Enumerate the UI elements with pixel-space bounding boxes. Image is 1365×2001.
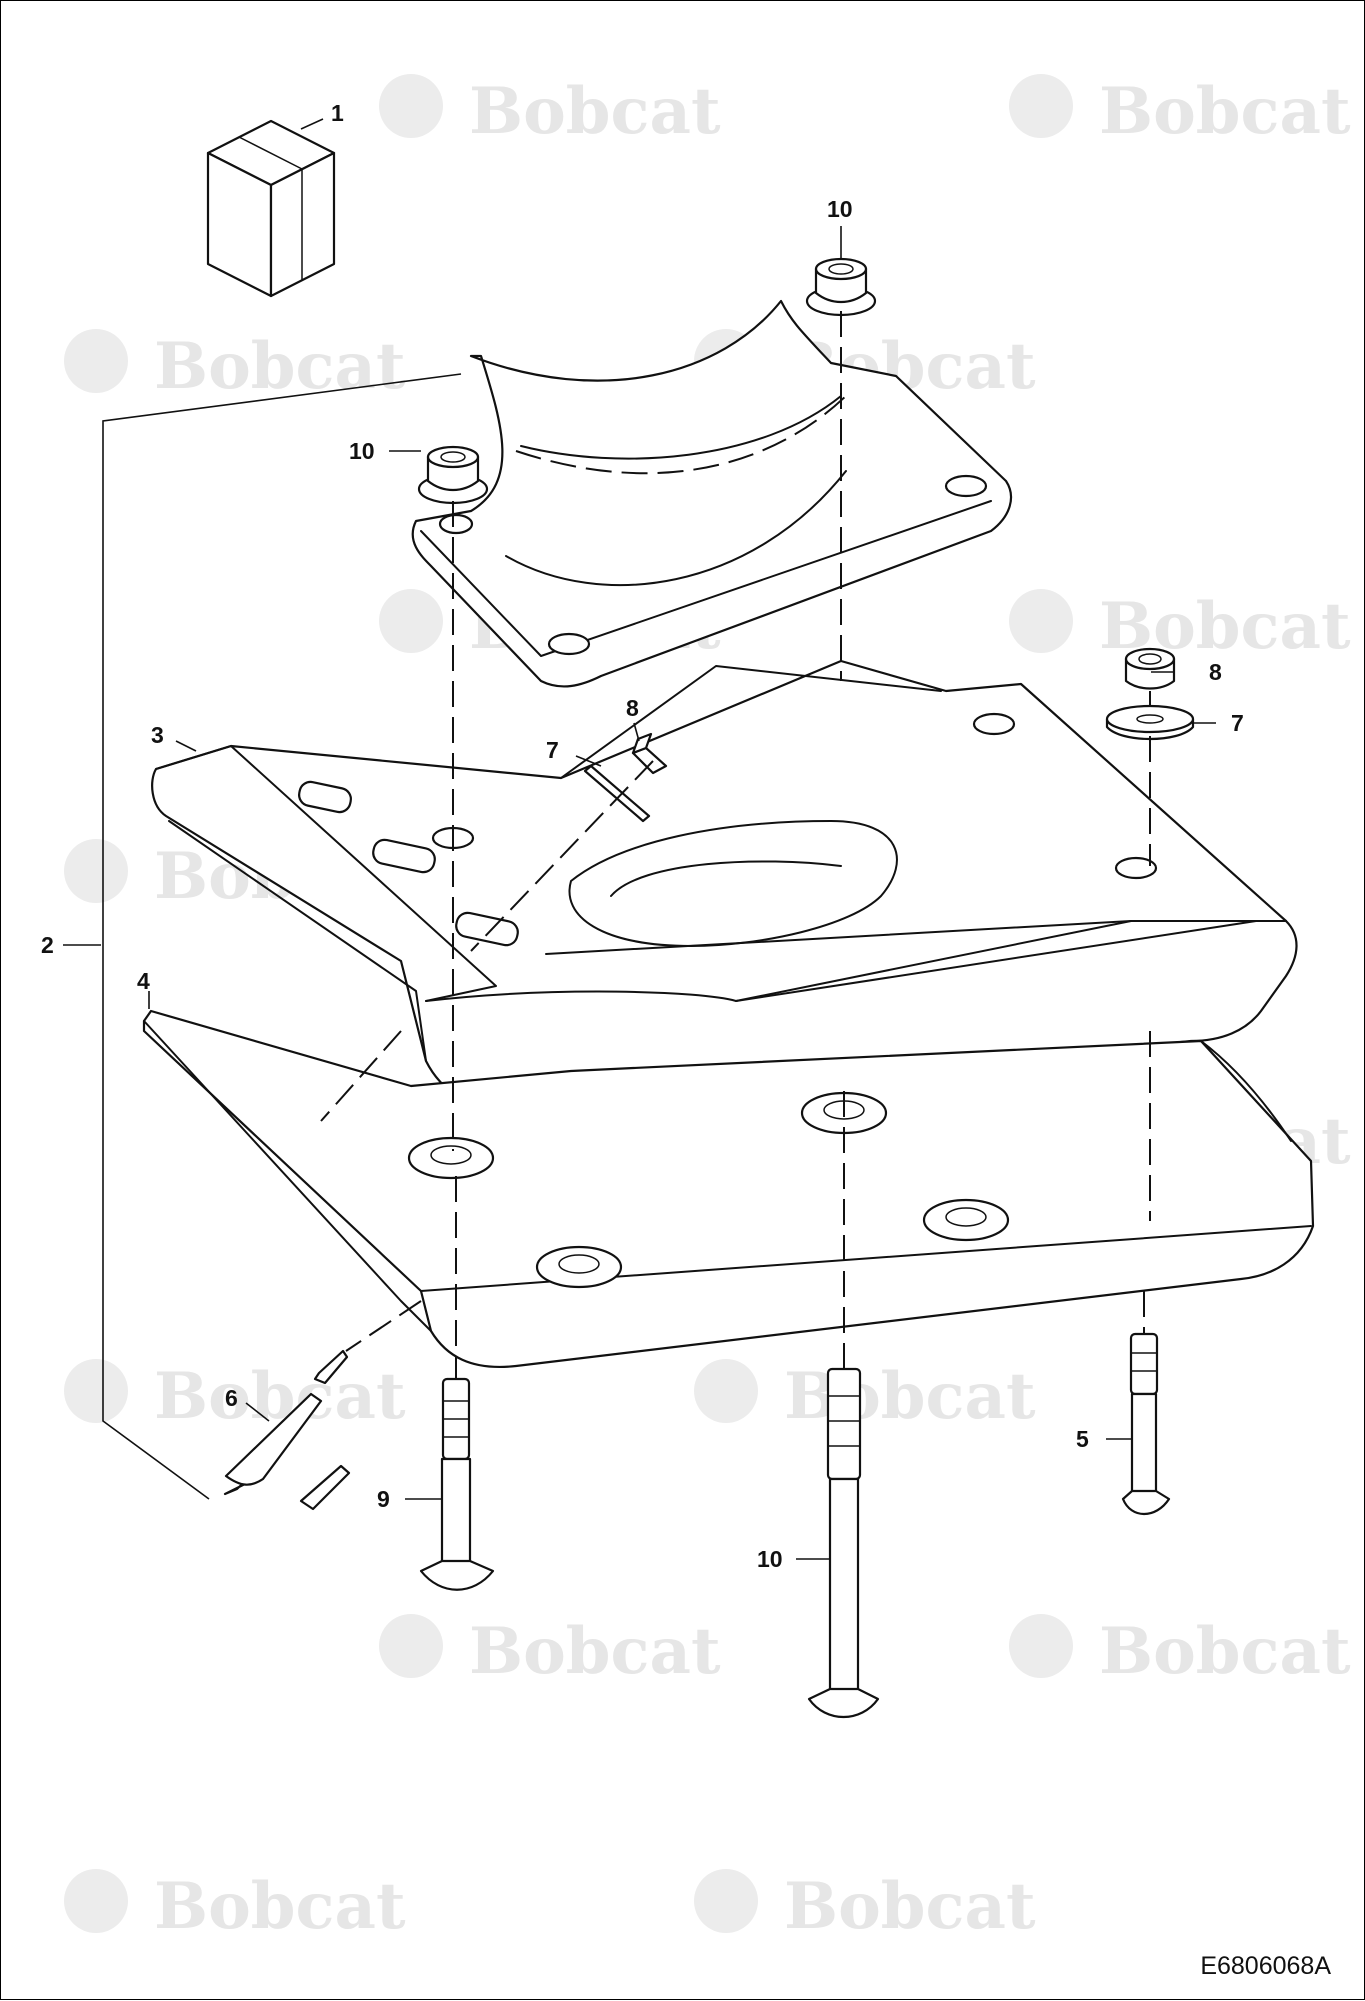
callout-3: 3 xyxy=(151,722,164,748)
callout-2: 2 xyxy=(41,932,54,958)
callout-10-top: 10 xyxy=(827,196,853,222)
callout-7-right: 7 xyxy=(1231,710,1244,736)
watermark: Bobcat xyxy=(694,1869,1036,1944)
watermark: Bobcat xyxy=(1009,74,1351,149)
washer-icon xyxy=(1105,704,1195,741)
watermark: Bobcat xyxy=(64,329,406,404)
watermark-text: Bobcat xyxy=(1099,1614,1351,1689)
wear-plate xyxy=(142,1009,1315,1368)
watermark: Bobcat xyxy=(379,1614,721,1689)
watermark: Bobcat xyxy=(64,1359,406,1434)
callout-4: 4 xyxy=(137,968,150,994)
watermark-text: Bobcat xyxy=(1099,74,1351,149)
callout-5: 5 xyxy=(1076,1426,1089,1452)
drawing-id: E6806068A xyxy=(1200,1952,1331,1980)
watermark-text: Bobcat xyxy=(784,1359,1036,1434)
watermark-text: Bobcat xyxy=(154,1359,406,1434)
callout-10-left: 10 xyxy=(349,438,375,464)
hex-nut-icon xyxy=(805,257,877,317)
watermark: Bobcat xyxy=(1009,1614,1351,1689)
swivel-mount xyxy=(411,299,1013,688)
assembly-guides xyxy=(320,311,1151,1379)
box-icon xyxy=(206,119,336,298)
callout-6: 6 xyxy=(225,1385,238,1411)
watermark: Bobcat xyxy=(1009,589,1351,664)
watermark-text: Bobcat xyxy=(784,1869,1036,1944)
watermark-text: Bobcat xyxy=(154,329,406,404)
watermark-text: Bobcat xyxy=(469,1614,721,1689)
kit-bracket xyxy=(102,373,462,1500)
bolt-icon xyxy=(807,1367,880,1719)
callout-8-right: 8 xyxy=(1209,659,1222,685)
callout-1: 1 xyxy=(331,100,344,126)
callouts: 1 2 3 4 5 6 7 7 8 8 9 10 10 10 xyxy=(41,100,1244,1572)
hex-nut-icon xyxy=(631,732,668,775)
hex-nut-icon xyxy=(1124,647,1176,690)
callout-10-bottom: 10 xyxy=(757,1546,783,1572)
watermark-text: Bobcat xyxy=(469,74,721,149)
bolt-icon xyxy=(419,1377,495,1591)
leader-lines xyxy=(63,118,1216,1560)
callout-7-left: 7 xyxy=(546,737,559,763)
hex-nut-icon xyxy=(417,445,489,505)
callout-8-left: 8 xyxy=(626,695,639,721)
watermark: Bobcat xyxy=(694,1359,1036,1434)
watermark: Bobcat xyxy=(379,74,721,149)
bolt-icon xyxy=(1121,1332,1171,1515)
watermark-text: Bobcat xyxy=(154,1869,406,1944)
watermark: Bobcat xyxy=(64,1869,406,1944)
washer-icon xyxy=(583,764,651,823)
callout-9: 9 xyxy=(377,1486,390,1512)
bolt-icon xyxy=(223,1349,351,1511)
